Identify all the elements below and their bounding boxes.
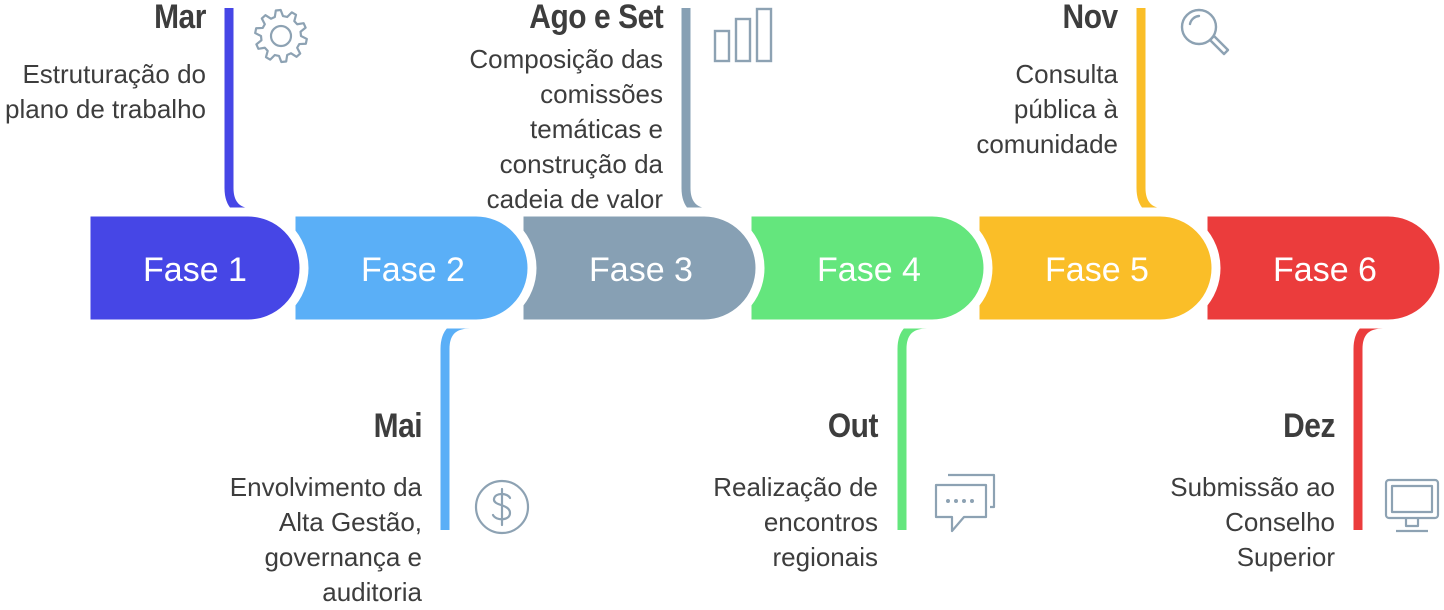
phase-6-label: Fase 6: [1273, 251, 1377, 289]
phase-2-description: Envolvimento da Alta Gestão, governança …: [229, 472, 422, 607]
phase-3-label: Fase 3: [589, 251, 693, 289]
phase-1-month: Mar: [154, 0, 206, 36]
gear-icon: [254, 8, 308, 64]
phase-5-description: Consulta pública à comunidade: [976, 59, 1118, 159]
bar-chart-icon: [713, 7, 773, 63]
phase-1-description: Estruturação do plano de trabalho: [5, 59, 206, 124]
phase-1-stem: [224, 8, 255, 218]
phase-5-stem: [1136, 8, 1167, 218]
monitor-icon: [1384, 478, 1440, 533]
phase-6-segment: Fase 6: [1198, 207, 1444, 329]
phase-4-description: Realização de encontros regionais: [713, 472, 878, 572]
dollar-icon: [474, 479, 530, 535]
magnifier-icon: [1180, 8, 1230, 56]
phase-2-stem: [440, 319, 471, 530]
phase-4-stem: [897, 319, 928, 530]
phase-1-label: Fase 1: [143, 251, 247, 289]
phase-5-label: Fase 5: [1045, 251, 1149, 289]
phase-6-month: Dez: [1283, 407, 1335, 445]
phase-3-segment: Fase 3: [514, 207, 765, 329]
phase-3-stem: [681, 8, 712, 218]
chat-icon: [934, 473, 996, 533]
phase-6-description: Submissão ao Conselho Superior: [1170, 472, 1335, 572]
phase-1-segment: Fase 1: [81, 207, 309, 329]
phase-2-month: Mai: [373, 407, 422, 445]
phase-6-stem: [1353, 319, 1384, 530]
phase-4-segment: Fase 4: [742, 207, 993, 329]
phase-5-month: Nov: [1062, 0, 1119, 36]
phase-4-label: Fase 4: [817, 251, 921, 289]
phase-2-segment: Fase 2: [286, 207, 537, 329]
phase-3-month: Ago e Set: [528, 0, 663, 36]
phase-3-description: Composição das comissões temáticas e con…: [469, 44, 663, 214]
phase-5-segment: Fase 5: [970, 207, 1221, 329]
phase-2-label: Fase 2: [361, 251, 465, 289]
phase-4-month: Out: [827, 407, 879, 445]
